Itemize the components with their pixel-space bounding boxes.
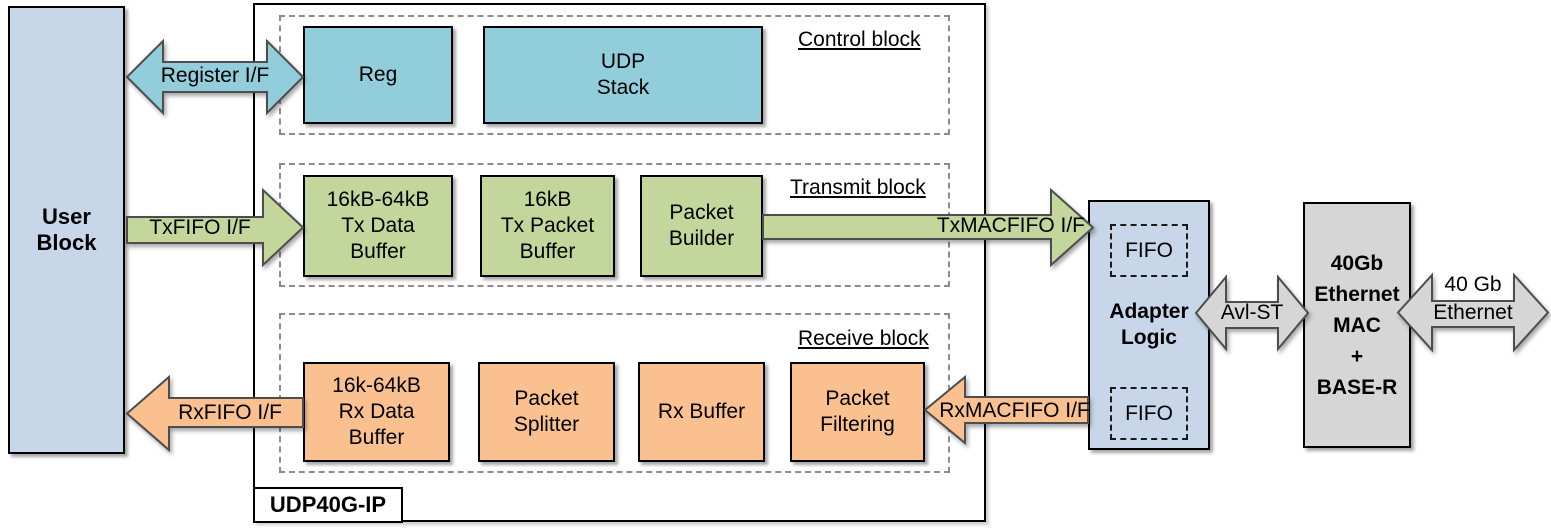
left-arrow-icon	[125, 374, 304, 453]
packet-splitter-label: Packet Splitter	[513, 387, 580, 436]
user-block-label: User Block	[36, 204, 97, 255]
adapter-fifo-top-label: FIFO	[1125, 238, 1173, 262]
adapter-logic-box: FIFO Adapter Logic FIFO	[1088, 200, 1210, 450]
reg-label: Reg	[358, 63, 398, 86]
reg-box: Reg	[303, 26, 453, 124]
ethernet-mac-label: 40Gb Ethernet MAC + BASE-R	[1314, 251, 1400, 399]
avl-st-arrow: Avl-ST	[1194, 274, 1310, 352]
ethernet-40gb-label-line1: 40 Gb	[1398, 273, 1548, 297]
ethernet-mac-box: 40Gb Ethernet MAC + BASE-R	[1303, 202, 1411, 448]
txfifo-if-arrow: TxFIFO I/F	[126, 187, 305, 268]
receive-block-label: Receive block	[798, 327, 929, 350]
left-arrow-icon	[923, 374, 1089, 446]
tx-data-buffer-label: 16kB-64kB Tx Data Buffer	[326, 188, 430, 263]
adapter-fifo-bottom-label: FIFO	[1125, 401, 1173, 425]
double-arrow-icon	[1396, 272, 1550, 353]
double-arrow-icon	[125, 38, 305, 116]
control-block-label: Control block	[798, 28, 921, 51]
udp40g-ip-title-tab: UDP40G-IP	[253, 487, 403, 523]
adapter-fifo-bottom-box: FIFO	[1110, 387, 1188, 440]
tx-packet-buffer-box: 16kB Tx Packet Buffer	[480, 175, 615, 277]
rx-buffer-label: Rx Buffer	[657, 400, 746, 423]
rx-buffer-box: Rx Buffer	[638, 362, 765, 462]
ethernet-40gb-label-line2: Ethernet	[1433, 301, 1513, 324]
double-arrow-icon	[1194, 274, 1310, 352]
txmacfifo-if-label: TxMACFIFO I/F	[936, 214, 1085, 237]
packet-builder-label: Packet Builder	[668, 201, 735, 250]
udp40g-ip-title: UDP40G-IP	[269, 492, 387, 517]
register-if-arrow: Register I/F	[125, 38, 305, 116]
tx-packet-buffer-label: 16kB Tx Packet Buffer	[500, 188, 595, 263]
adapter-logic-label: Adapter Logic	[1109, 300, 1189, 349]
rxfifo-if-arrow: RxFIFO I/F	[125, 374, 304, 453]
tx-data-buffer-box: 16kB-64kB Tx Data Buffer	[303, 175, 453, 277]
txmacfifo-if-arrow: TxMACFIFO I/F	[762, 187, 1095, 268]
register-if-label: Register I/F	[160, 64, 270, 87]
udp-stack-label: UDP Stack	[596, 50, 650, 99]
adapter-fifo-top-box: FIFO	[1110, 224, 1188, 277]
avl-st-label: Avl-ST	[1220, 301, 1284, 324]
ethernet-40gb-speed-text: 40 Gb	[1439, 273, 1507, 296]
rxfifo-if-label: RxFIFO I/F	[178, 401, 282, 424]
user-block: User Block	[8, 6, 125, 454]
packet-filtering-label: Packet Filtering	[820, 387, 895, 436]
rx-data-buffer-label: 16k-64kB Rx Data Buffer	[332, 374, 421, 449]
udp-stack-box: UDP Stack	[483, 26, 763, 124]
right-arrow-icon	[762, 187, 1095, 268]
rxmacfifo-if-arrow: RxMACFIFO I/F	[923, 374, 1090, 446]
txfifo-if-label: TxFIFO I/F	[149, 216, 251, 239]
transmit-block-label: Transmit block	[790, 176, 926, 199]
ethernet-40gb-arrow: 40 Gb Ethernet	[1396, 272, 1550, 353]
packet-filtering-box: Packet Filtering	[790, 362, 925, 462]
rxmacfifo-if-label: RxMACFIFO I/F	[939, 399, 1090, 422]
rx-data-buffer-box: 16k-64kB Rx Data Buffer	[303, 362, 450, 462]
right-arrow-icon	[126, 187, 305, 268]
packet-splitter-box: Packet Splitter	[478, 362, 615, 462]
packet-builder-box: Packet Builder	[640, 175, 763, 277]
